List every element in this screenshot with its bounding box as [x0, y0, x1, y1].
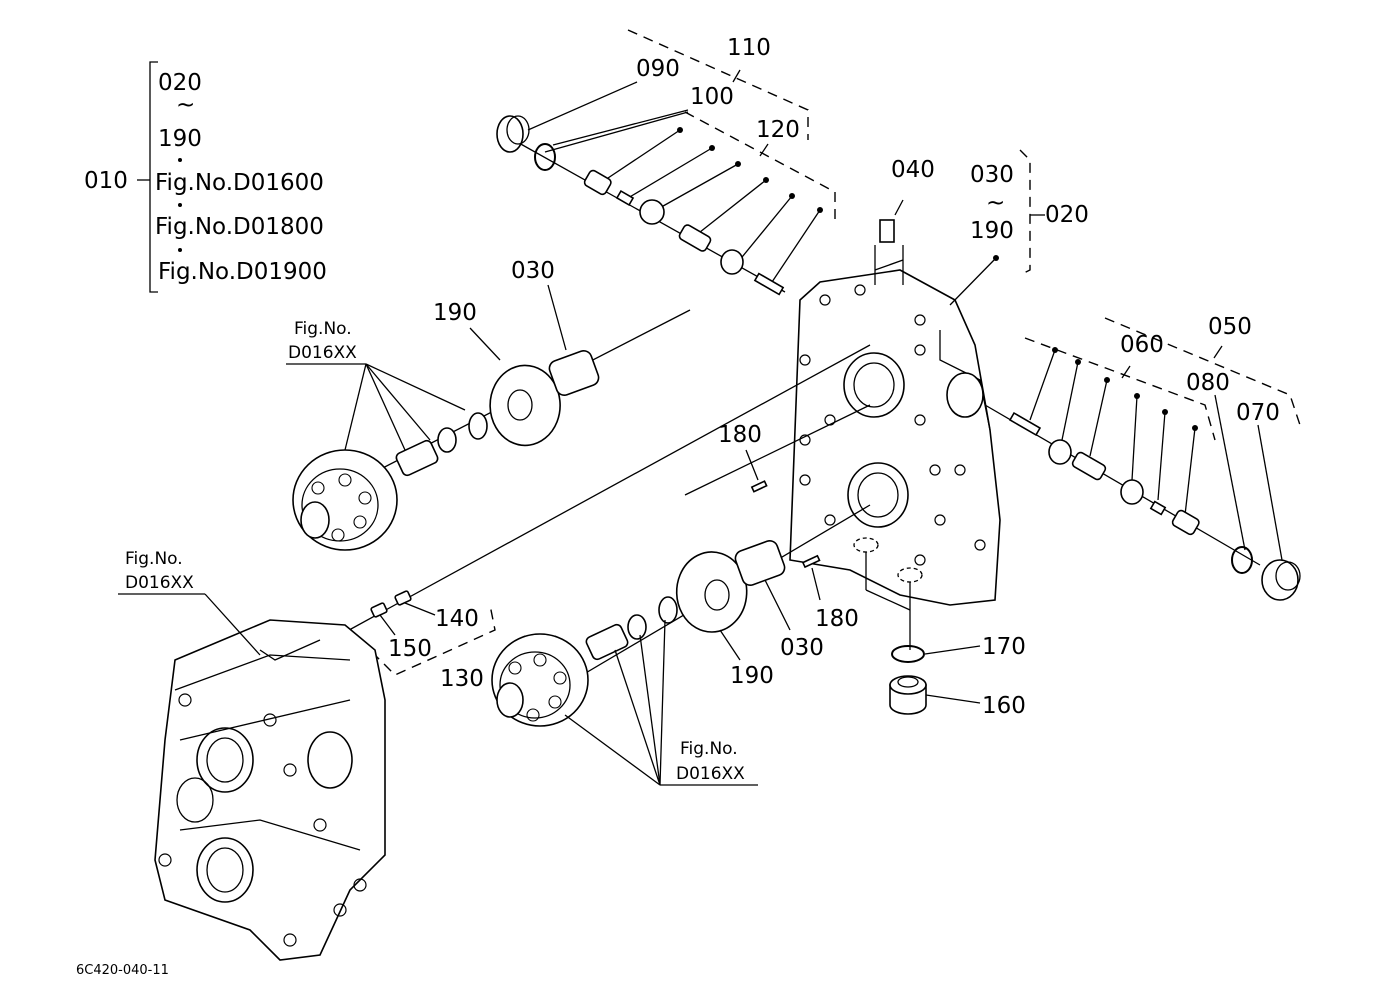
nipple-150 [370, 602, 388, 618]
callout-070: 070 [1236, 400, 1280, 426]
housing-bore-upper [196, 727, 254, 793]
right-valve-assembly: 050 060 080 070 [984, 314, 1301, 601]
callout-030-lower: 030 [780, 635, 824, 661]
callout-170: 170 [982, 634, 1026, 660]
callout-080: 080 [1186, 370, 1230, 396]
group-bracket: 010 020 ~ 190 Fig.No.D01600 Fig.No.D0180… [84, 61, 327, 293]
callout-020: 020 [1045, 202, 1089, 228]
callout-030-tilde: ~ [986, 190, 1005, 216]
pin-180-lower [801, 554, 821, 569]
o-ring-100 [534, 143, 556, 171]
bearing-030-upper [548, 350, 600, 396]
plug-090 [496, 115, 524, 153]
group-ref-2: Fig.No.D01800 [155, 214, 324, 240]
bottom-plug-group: 170 160 [889, 634, 1026, 719]
washer-upper [437, 427, 457, 453]
lower-cylinder-group: 180 030 190 Fig.No. D016XX [491, 504, 871, 786]
plug-140 [394, 590, 412, 606]
valve-body: 040 020 030 ~ 190 [789, 149, 1089, 650]
group-ref-1: Fig.No.D01600 [155, 170, 324, 196]
swash-plate-lower [675, 551, 748, 633]
poppet [639, 199, 665, 225]
bore-upper [843, 352, 905, 418]
callout-160: 160 [982, 693, 1026, 719]
o-ring-080 [1231, 546, 1253, 574]
group-ref-3: Fig.No.D01900 [158, 259, 327, 285]
pin-small [615, 189, 635, 207]
callout-040: 040 [891, 157, 935, 183]
spring-mid [678, 224, 712, 252]
housing-bore-right [307, 731, 353, 789]
figure-code: 6C420-040-11 [76, 963, 169, 978]
callout-050: 050 [1208, 314, 1252, 340]
top-valve-assembly: 110 120 090 100 [496, 29, 836, 296]
retainer-upper [468, 412, 488, 440]
retainer-lower [658, 596, 678, 624]
screw-top [753, 272, 785, 296]
pin-180-upper [750, 480, 768, 493]
fig-ref-left-code: D016XX [125, 573, 194, 593]
callout-180-lower: 180 [815, 606, 859, 632]
poppet-right [1120, 479, 1144, 505]
housing-bore-lower [196, 837, 254, 903]
callout-100: 100 [690, 84, 734, 110]
washer-lower [627, 614, 647, 640]
group-range-end: 190 [158, 126, 202, 152]
callout-190-upper: 190 [433, 300, 477, 326]
spring-small [583, 169, 612, 196]
spring-right-mid [1071, 451, 1107, 481]
bore-lower [847, 462, 909, 528]
callout-010: 010 [84, 168, 128, 194]
fig-ref-upper-title: Fig.No. [294, 319, 352, 339]
upper-cylinder-group: 030 190 Fig.No. D016XX 180 [286, 258, 871, 551]
port-side [946, 372, 984, 418]
callout-150: 150 [388, 636, 432, 662]
screw-040 [879, 219, 895, 243]
spring-lower [585, 623, 629, 661]
fig-ref-lower-title: Fig.No. [680, 739, 738, 759]
callout-030-range-start: 030 [970, 162, 1014, 188]
callout-130: 130 [440, 666, 484, 692]
pin-right [1149, 500, 1167, 516]
callout-110: 110 [727, 35, 771, 61]
o-ring-170 [891, 645, 925, 663]
callout-140: 140 [435, 606, 479, 632]
fig-ref-upper-code: D016XX [288, 343, 357, 363]
fig-ref-left-title: Fig.No. [125, 549, 183, 569]
spring-right-small [1171, 509, 1200, 536]
group-range-start: 020 [158, 70, 202, 96]
screw-right [1008, 411, 1042, 437]
callout-190-range-end: 190 [970, 218, 1014, 244]
callout-060: 060 [1120, 332, 1164, 358]
swash-plate-upper [489, 364, 561, 447]
seat-right [1048, 439, 1072, 465]
fig-ref-lower-code: D016XX [676, 764, 745, 784]
bearing-030-lower [734, 540, 786, 586]
callout-190-lower: 190 [730, 663, 774, 689]
callout-030-upper: 030 [511, 258, 555, 284]
callout-180-upper: 180 [718, 422, 762, 448]
seat [720, 249, 744, 275]
main-housing: Fig.No. D016XX [118, 549, 386, 961]
group-range-tilde: ~ [176, 92, 195, 118]
callout-090: 090 [636, 56, 680, 82]
callout-120: 120 [756, 117, 800, 143]
small-parts-group: 140 150 130 [339, 344, 871, 692]
spring-upper [395, 439, 439, 477]
